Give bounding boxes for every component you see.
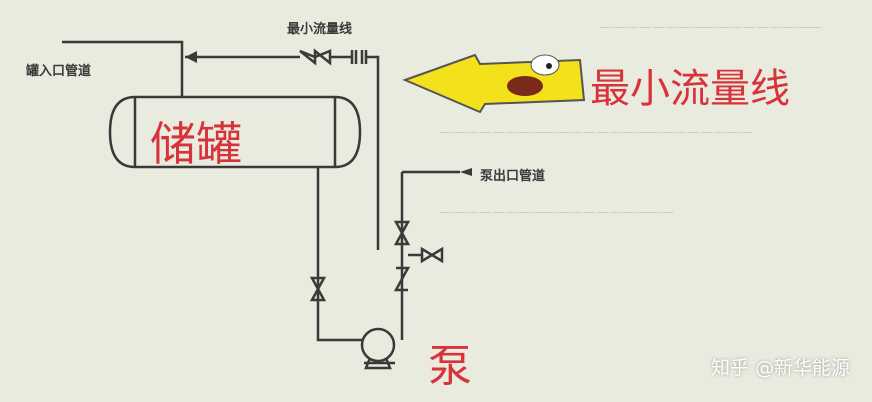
tank-inlet-label: 罐入口管道 — [26, 64, 92, 79]
tank-inlet-pipe — [62, 40, 184, 97]
pump-label: 泵 — [428, 341, 472, 392]
cartoon-arrow-icon — [402, 53, 586, 114]
flow-arrow-icon — [185, 51, 197, 63]
valve-icon — [299, 48, 332, 66]
drain-valve-icon — [408, 246, 444, 264]
pump-icon — [360, 327, 396, 363]
check-valve-icon — [393, 266, 411, 292]
suction-valve-icon — [309, 276, 327, 302]
background-text: —————————————————— — [440, 205, 674, 220]
pump-outlet-label: 泵出口管道 — [480, 169, 546, 184]
min-flow-line-title: 最小流量线 — [590, 66, 790, 112]
watermark: 知乎 @新华能源 — [710, 357, 850, 379]
suction-pipe — [316, 167, 362, 342]
background-text: ————————————————— — [600, 20, 821, 35]
orifice-plate-icon — [350, 50, 368, 64]
discharge-valve-icon — [393, 220, 411, 246]
background-text: ———————————————————————— — [440, 125, 752, 140]
min-flow-line-label: 最小流量线 — [287, 22, 353, 37]
discharge-pipe — [400, 170, 460, 340]
tank-label: 储罐 — [150, 117, 242, 171]
min-flow-pipe — [185, 55, 380, 250]
